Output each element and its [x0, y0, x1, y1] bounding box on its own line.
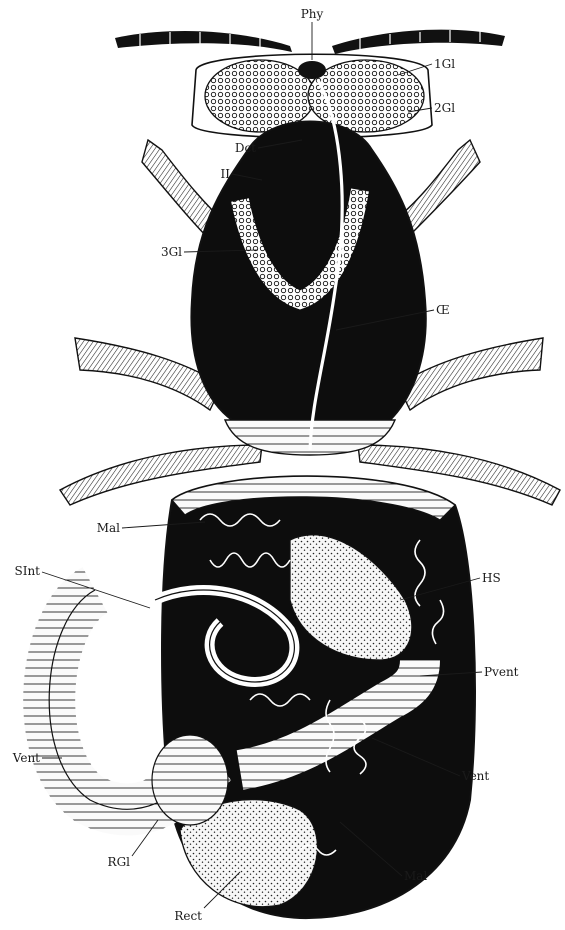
- label-mal-top: Mal: [97, 521, 120, 535]
- antennae: [115, 30, 505, 54]
- label-gl3: 3Gl: [161, 245, 182, 259]
- label-oe: Œ: [436, 303, 450, 317]
- label-ii: II: [221, 167, 231, 181]
- thorax: [191, 80, 425, 455]
- label-dct: Dct: [235, 141, 256, 155]
- label-pvent: Pvent: [484, 665, 519, 679]
- label-vent-left: Vent: [12, 751, 40, 765]
- label-gl2: 2Gl: [434, 101, 455, 115]
- label-gl1: 1Gl: [434, 57, 455, 71]
- label-rect: Rect: [174, 909, 202, 923]
- abdomen: [49, 476, 475, 918]
- label-mal-bottom: Mal: [404, 869, 427, 883]
- label-rgl: RGl: [108, 855, 131, 869]
- label-vent-right: Vent: [461, 769, 489, 783]
- rectal-gland: [152, 735, 228, 825]
- label-phy: Phy: [301, 7, 324, 21]
- pharynx: [298, 61, 326, 79]
- label-hs: HS: [482, 571, 501, 585]
- label-sint: SInt: [14, 564, 40, 578]
